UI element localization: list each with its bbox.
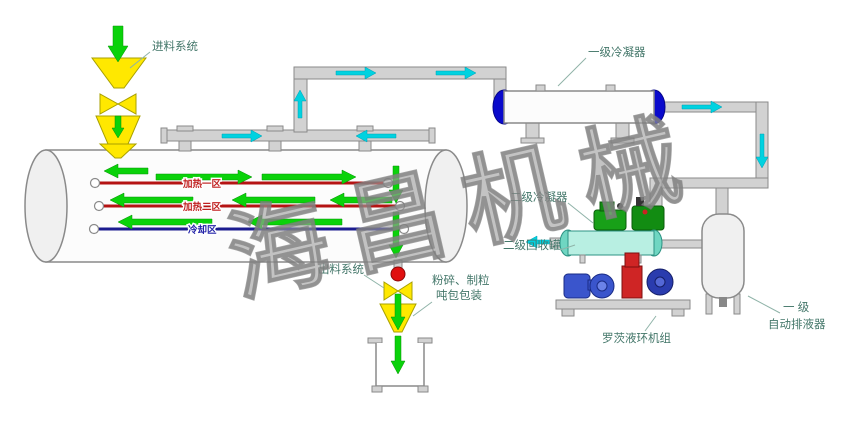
liquid-ring-pump-motor — [563, 273, 591, 299]
ton-bag-packaging-label: 吨包包装 — [436, 289, 482, 302]
crushing-granulation-label: 粉碎、制粒 — [432, 273, 490, 287]
flow-arrow-left-icon — [231, 192, 316, 208]
stage1-condenser-label: 一级冷凝器 — [588, 45, 646, 59]
pump-base-platform — [555, 299, 691, 310]
vapor-arrow-down-icon — [755, 133, 769, 169]
roots-unit-label: 罗茨液环机组 — [602, 331, 671, 345]
discharge-arrow-down-icon — [390, 335, 406, 375]
roots-liquid-ring-unit — [555, 252, 691, 317]
stage2-condenser-unit-b — [631, 205, 665, 231]
stage1-condenser — [492, 84, 666, 144]
cooling-zone-label: 冷却区 — [188, 224, 217, 236]
discharge-ball-valve — [390, 266, 406, 282]
flow-arrow-left-icon — [247, 214, 343, 230]
drainer-inlet-stub — [715, 187, 729, 217]
flow-arrow-right-icon — [155, 169, 253, 185]
feed-funnel-top — [91, 57, 147, 89]
vapor-arrow-right-icon — [435, 66, 477, 80]
flow-arrow-right-icon — [261, 169, 357, 185]
stage2-condenser-label: 二级冷凝器 — [510, 190, 568, 204]
drainer-tank-body — [701, 213, 745, 299]
stage1-auto-drainer-tank — [701, 213, 745, 315]
stage2-group — [549, 197, 705, 264]
feed-valve-left — [99, 93, 120, 115]
flow-arrow-left-icon — [117, 214, 213, 230]
stage2-recovery-tank-label: 二级回收罐 — [503, 238, 561, 252]
flow-arrow-left-icon — [329, 192, 393, 208]
discharge-valve-left — [383, 281, 399, 301]
feed-system-label: 进料系统 — [152, 39, 198, 53]
vapor-arrow-up-icon — [293, 89, 307, 119]
vapor-arrow-left-icon — [355, 129, 397, 143]
feed-valve-right — [116, 93, 137, 115]
tank-leg — [705, 293, 713, 315]
feed-funnel-bottom — [98, 143, 138, 159]
heating-zone2-label: 加热二区 — [182, 201, 222, 213]
discharge-system-label: 出料系统 — [318, 262, 364, 276]
material-flow-arrows — [103, 163, 404, 259]
discharge-valve-right — [397, 281, 413, 301]
drum-left-cap — [24, 149, 68, 263]
roots-pump-body — [621, 265, 643, 299]
auto-drainer-label-line1: 一 级 — [783, 301, 810, 314]
overhead-pipe — [293, 66, 507, 80]
vapor-flow-arrows — [221, 66, 769, 249]
drum-right-cap — [424, 149, 468, 263]
drum-internal-pipes — [88, 177, 410, 235]
discharge-system — [367, 259, 433, 393]
vapor-arrow-right-icon — [335, 66, 377, 80]
manifold-stub — [178, 140, 192, 152]
feed-arrow-down-icon — [107, 25, 129, 63]
flow-arrow-left-icon — [109, 192, 194, 208]
condenser-shell — [503, 90, 655, 124]
vapor-arrow-right-icon — [221, 129, 263, 143]
auto-drainer-label-line2: 自动排液器 — [768, 317, 826, 331]
manifold-stub — [268, 140, 282, 152]
feed-arrow-down-icon — [111, 115, 125, 139]
discharge-arrow-down-icon — [390, 293, 406, 331]
flow-arrow-left-icon — [103, 163, 149, 179]
feed-system — [91, 25, 147, 159]
manifold-stub — [358, 140, 372, 152]
flow-arrow-down-icon — [388, 165, 404, 204]
vapor-arrow-right-icon — [681, 100, 723, 114]
callout-labels: 进料系统 一级冷凝器 二级冷凝器 二级回收罐 出料系统 粉碎、制粒 吨包包装 罗… — [129, 39, 826, 345]
flow-arrow-down-icon — [388, 211, 404, 259]
heating-zone1-label: 加热一区 — [182, 178, 222, 190]
stage2-recovery-tank — [567, 230, 655, 256]
tank-leg — [733, 293, 741, 315]
